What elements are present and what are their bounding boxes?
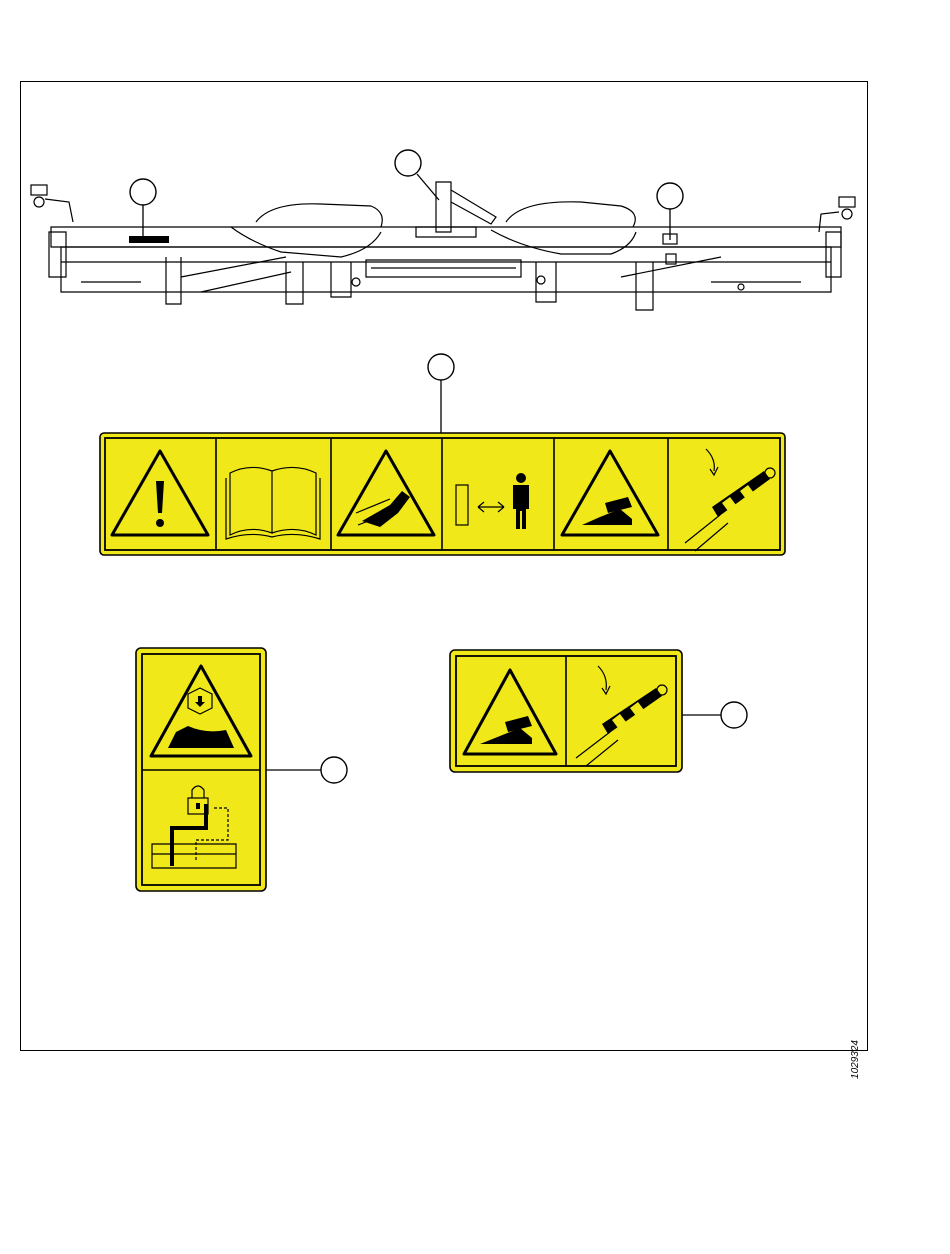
callout-decal-horizontal <box>682 702 747 728</box>
callout-decal-strip <box>428 354 454 440</box>
callout-left-frame <box>130 179 156 240</box>
crush-cylinder-decal <box>450 650 682 772</box>
callout-center-mast <box>395 150 439 200</box>
callout-right-frame <box>657 183 683 240</box>
figure-frame: 1029324 <box>20 81 868 1051</box>
callout-decal-vertical <box>266 757 347 783</box>
decal-location-illustration <box>21 82 867 1050</box>
crush-lockout-decal <box>136 648 266 891</box>
hazard-decal-strip <box>100 433 785 555</box>
figure-id-label: 1029324 <box>850 1040 861 1079</box>
header-machine-illustration <box>31 182 855 310</box>
